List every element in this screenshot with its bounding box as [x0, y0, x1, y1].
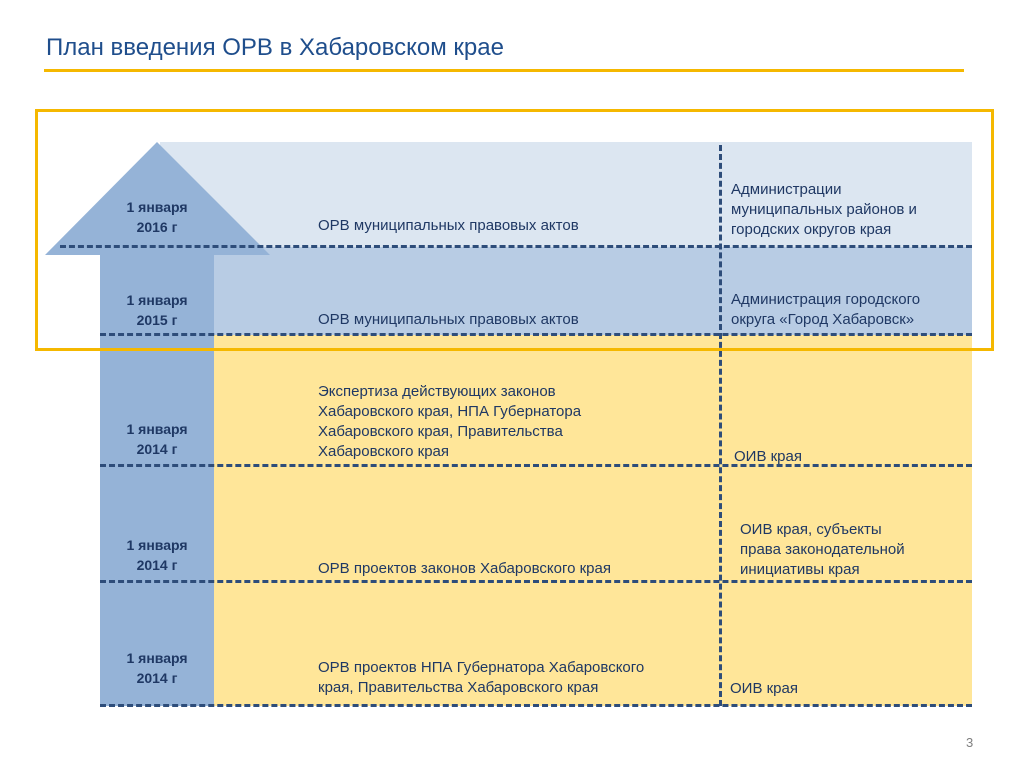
responsible-line: Администрация городского	[731, 291, 921, 308]
band-2014	[214, 335, 972, 706]
row-responsible-2014-governor: ОИВ края	[730, 679, 798, 699]
date-year: 2016 г	[136, 219, 178, 235]
date-year: 2015 г	[136, 312, 178, 328]
row-date-2015: 1 января 2015 г	[100, 290, 214, 330]
row-description-2016: ОРВ муниципальных правовых актов	[318, 216, 579, 236]
responsible-line: округа «Город Хабаровск»	[731, 311, 915, 328]
description-line: ОРВ муниципальных правовых актов	[318, 311, 579, 328]
date-day: 1 января	[126, 537, 188, 553]
responsible-line: ОИВ края	[730, 680, 798, 697]
row-date-2014-laws: 1 января 2014 г	[100, 535, 214, 575]
date-day: 1 января	[126, 421, 188, 437]
description-line: ОРВ проектов НПА Губернатора Хабаровског…	[318, 659, 645, 676]
description-line: Хабаровского края, Правительства	[318, 423, 563, 440]
title-underline	[44, 69, 964, 72]
page-number: 3	[966, 735, 974, 750]
description-line: края, Правительства Хабаровского края	[318, 679, 599, 696]
description-line: Хабаровского края	[318, 443, 450, 460]
responsible-line: инициативы края	[740, 561, 860, 578]
row-date-2014-governor: 1 января 2014 г	[100, 648, 214, 688]
responsible-line: ОИВ края, субъекты	[740, 521, 882, 538]
row-date-2014-expertise: 1 января 2014 г	[100, 419, 214, 459]
row-responsible-2014-expertise: ОИВ края	[734, 447, 802, 467]
column-divider	[719, 145, 722, 706]
row-divider-3	[100, 464, 972, 467]
arrow-head-shape	[45, 142, 270, 255]
highlight-frame	[35, 109, 994, 351]
date-year: 2014 г	[136, 441, 178, 457]
row-responsible-2016: Администрации муниципальных районов и го…	[731, 180, 917, 240]
row-description-2014-governor: ОРВ проектов НПА Губернатора Хабаровског…	[318, 658, 644, 698]
band-2015	[214, 247, 972, 335]
row-description-2014-expertise: Экспертиза действующих законов Хабаровск…	[318, 382, 581, 462]
row-responsible-2014-laws: ОИВ края, субъекты права законодательной…	[740, 520, 905, 580]
description-line: ОРВ проектов законов Хабаровского края	[318, 560, 611, 577]
date-year: 2014 г	[136, 557, 178, 573]
responsible-line: Администрации	[731, 181, 842, 198]
row-divider-5	[100, 704, 972, 707]
responsible-line: права законодательной	[740, 541, 905, 558]
band-2016	[160, 142, 972, 247]
row-description-2015: ОРВ муниципальных правовых актов	[318, 310, 579, 330]
row-description-2014-laws: ОРВ проектов законов Хабаровского края	[318, 559, 611, 579]
date-day: 1 января	[126, 199, 188, 215]
date-day: 1 января	[126, 650, 188, 666]
row-divider-2	[100, 333, 972, 336]
page-title: План введения ОРВ в Хабаровском крае	[46, 34, 504, 61]
responsible-line: городских округов края	[731, 221, 892, 238]
row-date-2016: 1 января 2016 г	[100, 197, 214, 237]
responsible-line: ОИВ края	[734, 448, 802, 465]
row-responsible-2015: Администрация городского округа «Город Х…	[731, 290, 920, 330]
responsible-line: муниципальных районов и	[731, 201, 917, 218]
description-line: Хабаровского края, НПА Губернатора	[318, 403, 582, 420]
date-day: 1 января	[126, 292, 188, 308]
row-divider-1	[60, 245, 972, 248]
row-divider-4	[100, 580, 972, 583]
date-year: 2014 г	[136, 670, 178, 686]
description-line: ОРВ муниципальных правовых актов	[318, 217, 579, 234]
description-line: Экспертиза действующих законов	[318, 383, 556, 400]
timeline-arrow-shaft	[100, 250, 214, 706]
